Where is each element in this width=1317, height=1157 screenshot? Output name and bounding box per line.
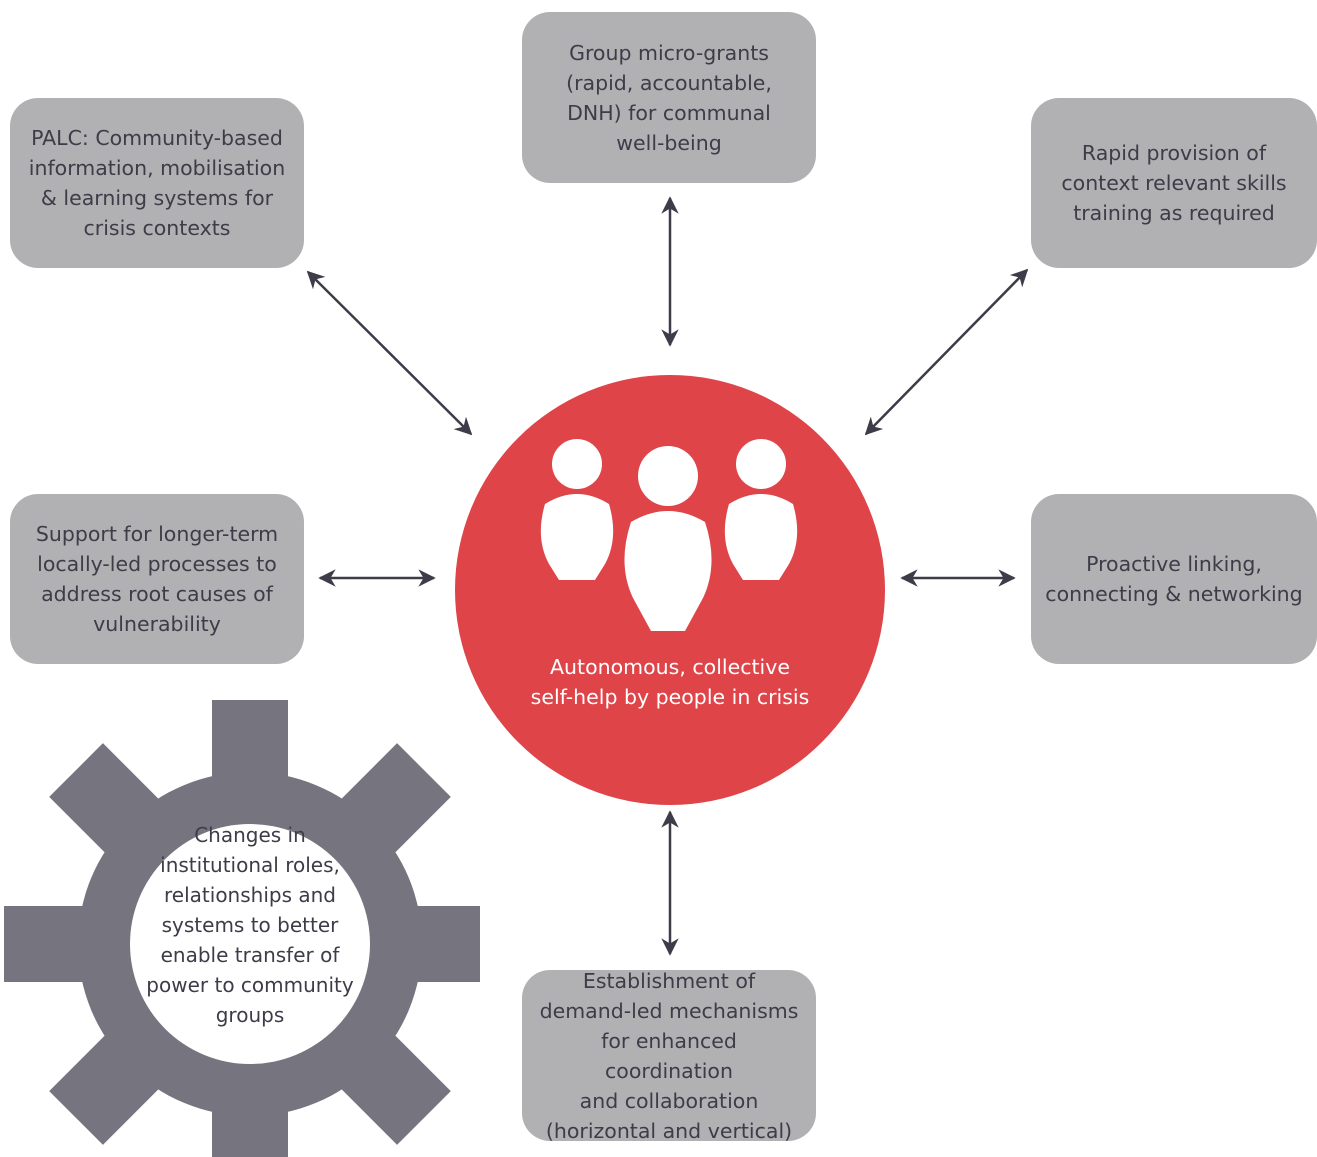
box-palc-label: PALC: Community-based information, mobil… bbox=[28, 126, 286, 240]
gear-icon bbox=[4, 700, 480, 1157]
arrow-palc bbox=[306, 270, 473, 436]
box-linking: Proactive linking, connecting & networki… bbox=[1031, 494, 1317, 664]
box-micro-grants-label: Group micro-grants (rapid, accountable, … bbox=[566, 40, 772, 155]
box-skills-training-label: Rapid provision of context relevant skil… bbox=[1061, 141, 1287, 225]
box-palc: PALC: Community-based information, mobil… bbox=[10, 98, 304, 268]
box-micro-grants: Group micro-grants (rapid, accountable, … bbox=[522, 12, 816, 183]
box-mechanisms: Establishment of demand-led mechanisms f… bbox=[522, 969, 816, 1143]
box-longer-term: Support for longer-term locally-led proc… bbox=[10, 494, 304, 664]
box-mechanisms-label: Establishment of demand-led mechanisms f… bbox=[539, 968, 799, 1143]
arrow-skills-training bbox=[864, 268, 1029, 436]
box-linking-label: Proactive linking, connecting & networki… bbox=[1045, 552, 1303, 606]
box-skills-training: Rapid provision of context relevant skil… bbox=[1031, 98, 1317, 268]
people-group-icon bbox=[540, 439, 798, 631]
box-longer-term-label: Support for longer-term locally-led proc… bbox=[35, 522, 279, 636]
gear-label: Changes in institutional roles, relation… bbox=[146, 823, 354, 1027]
center-label: Autonomous, collective self-help by peop… bbox=[530, 655, 810, 709]
